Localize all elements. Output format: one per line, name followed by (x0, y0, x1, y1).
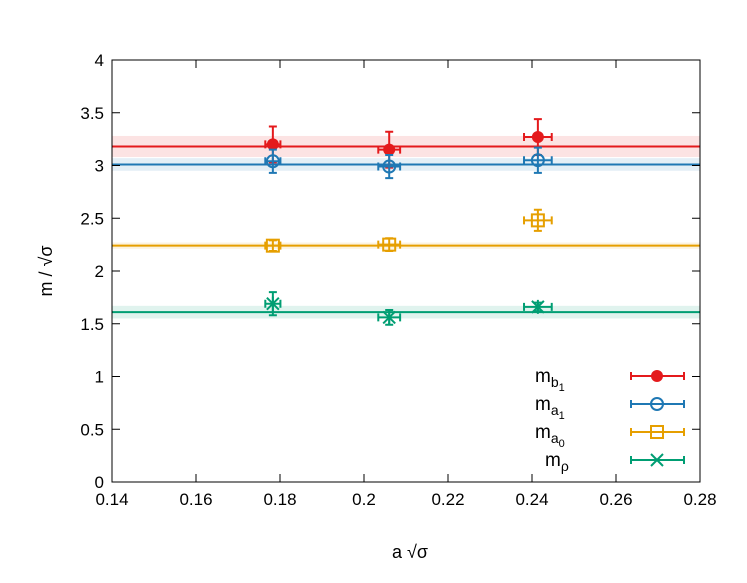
data-point (523, 146, 553, 174)
legend-entry: ma1 (535, 394, 685, 422)
x-tick-label: 0.28 (683, 490, 716, 509)
point-marker (383, 143, 396, 156)
data-point (264, 148, 282, 174)
error-bar (377, 237, 402, 252)
error-bar (523, 208, 553, 232)
data-point (377, 153, 402, 180)
x-tick-label: 0.18 (263, 490, 296, 509)
point-marker (266, 138, 279, 151)
error-bar (264, 239, 282, 252)
legend-line (630, 400, 685, 408)
y-tick-label: 1.5 (80, 315, 104, 334)
x-tick-label: 0.2 (352, 490, 376, 509)
error-bar (523, 146, 553, 174)
legend-marker (651, 370, 663, 382)
data-point (264, 291, 282, 317)
y-tick-label: 0 (95, 473, 104, 492)
y-tick-label: 2.5 (80, 209, 104, 228)
legend-marker (650, 425, 664, 439)
legend-label: ma1 (535, 394, 565, 422)
point-marker (382, 159, 397, 174)
point-marker (265, 154, 280, 169)
error-bar (377, 153, 402, 180)
legend-marker (650, 397, 664, 411)
point-marker (531, 131, 544, 144)
legend-entry: ma0 (535, 422, 685, 450)
x-tick-label: 0.16 (179, 490, 212, 509)
x-tick-label: 0.24 (515, 490, 548, 509)
data-point (523, 299, 553, 314)
legend-entry: mb1 (535, 366, 685, 394)
x-tick-label: 0.14 (95, 490, 128, 509)
x-axis-label: a √σ (392, 542, 428, 562)
y-tick-label: 2 (95, 262, 104, 281)
point-marker (530, 153, 545, 168)
x-tick-label: 0.22 (431, 490, 464, 509)
data-point (377, 130, 402, 169)
y-tick-label: 3.5 (80, 104, 104, 123)
legend-entry: mρ (545, 450, 685, 474)
legend-label: ma0 (535, 422, 565, 450)
x-tick-label: 0.26 (599, 490, 632, 509)
legend-label: mb1 (535, 366, 565, 394)
error-bar (264, 148, 282, 174)
data-point (264, 238, 282, 253)
plot-frame (111, 59, 701, 483)
point-marker (265, 238, 280, 253)
data-point (377, 309, 402, 326)
point-marker (530, 213, 545, 228)
data-point (264, 125, 282, 164)
data-point (523, 118, 553, 156)
y-tick-label: 4 (95, 51, 104, 70)
y-tick-label: 3 (95, 157, 104, 176)
y-tick-label: 1 (95, 368, 104, 387)
legend-label: mρ (545, 450, 569, 474)
data-point (523, 208, 553, 232)
y-tick-label: 0.5 (80, 420, 104, 439)
y-axis-label: m / √σ (36, 246, 56, 297)
data-point (377, 237, 402, 252)
legend-line (630, 428, 685, 436)
legend-marker (650, 453, 664, 467)
point-marker (382, 237, 397, 252)
